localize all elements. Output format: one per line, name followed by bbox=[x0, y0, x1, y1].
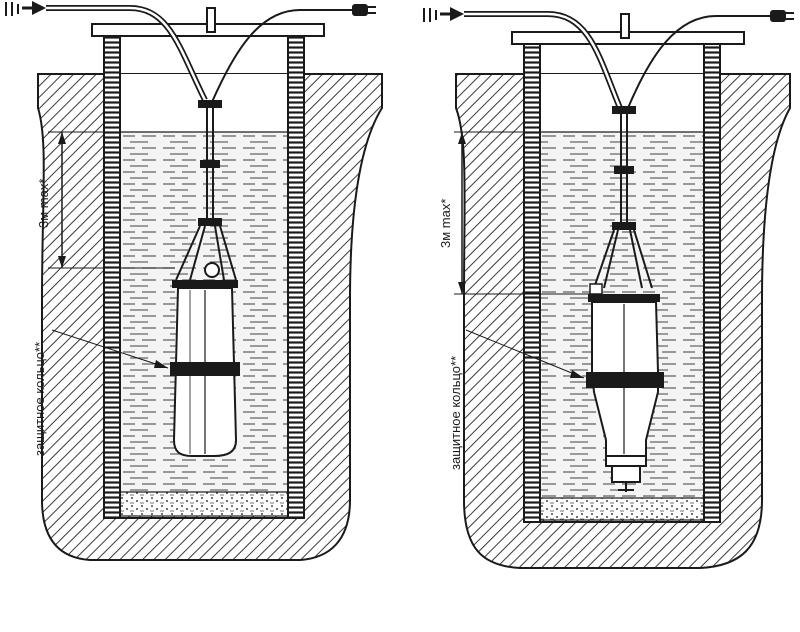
depth-label-left: 3м max* bbox=[36, 179, 51, 228]
protective-ring-right bbox=[586, 372, 664, 388]
gravel-right bbox=[539, 497, 705, 521]
depth-dimension-right: 3м max* bbox=[438, 131, 620, 295]
pump-right bbox=[586, 283, 664, 492]
ring-label-right: защитное кольцо** bbox=[448, 356, 463, 470]
casing-wall-right-a bbox=[523, 43, 541, 523]
arrow-flow-icon bbox=[423, 7, 464, 22]
ring-label-left: защитное кольцо** bbox=[32, 342, 47, 456]
hanger-post-right bbox=[620, 13, 630, 39]
diagram-right: 3м max* защитное кольцо** bbox=[423, 7, 794, 569]
gravel-left bbox=[119, 491, 289, 517]
depth-dimension-left: 3м max* bbox=[36, 131, 210, 269]
pump-left bbox=[170, 262, 240, 457]
casing-wall-left-b bbox=[287, 35, 305, 519]
arrow-flow-icon bbox=[5, 1, 46, 16]
ring-callout-right: защитное кольцо** bbox=[448, 329, 585, 470]
hanger-post-left bbox=[206, 7, 216, 33]
protective-ring-left bbox=[170, 362, 240, 376]
electric-plug-icon bbox=[352, 4, 376, 16]
ring-callout-left: защитное кольцо** bbox=[32, 329, 169, 456]
diagram-left: 3м max* защитное кольцо** bbox=[5, 1, 383, 561]
electric-plug-icon bbox=[770, 10, 794, 22]
casing-wall-left-a bbox=[103, 35, 121, 519]
depth-label-right: 3м max* bbox=[438, 199, 453, 248]
casing-wall-right-b bbox=[703, 43, 721, 523]
